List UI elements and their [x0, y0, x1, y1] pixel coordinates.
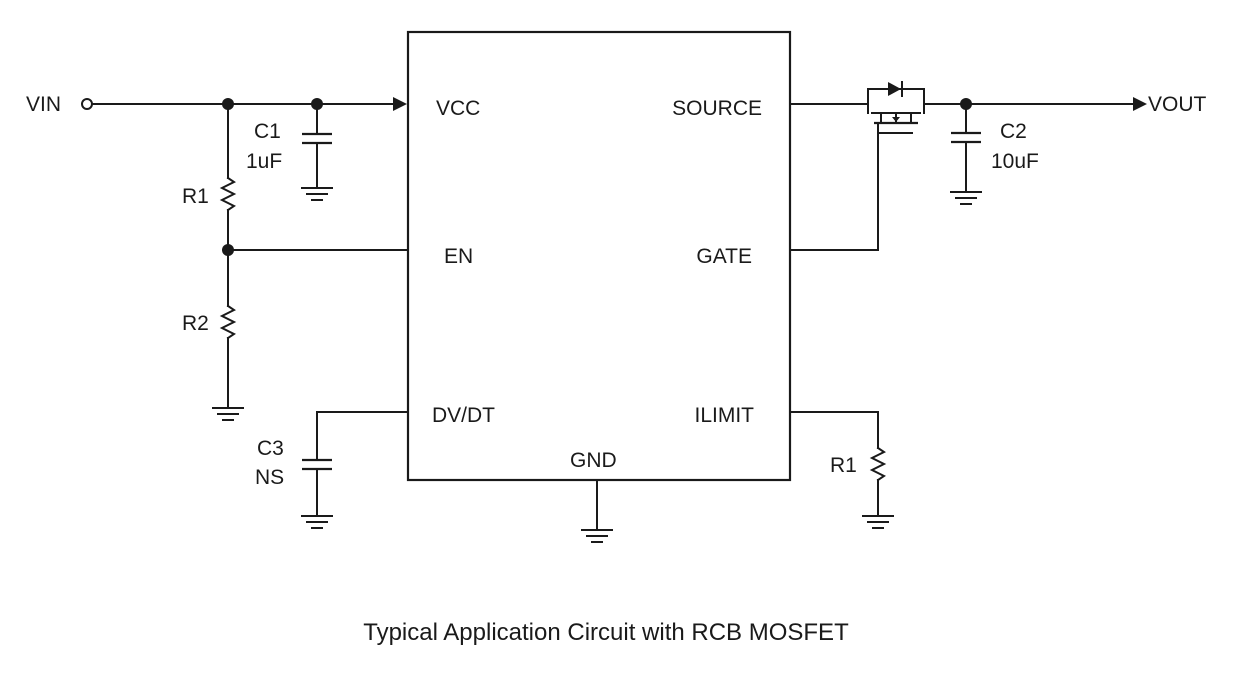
ground-icon: [212, 407, 244, 421]
r1-divider-resistor: [219, 176, 237, 212]
c3-capacitor: [302, 458, 332, 517]
c2-capacitor: [951, 103, 981, 193]
vin-terminal: [81, 98, 93, 110]
pin-source-label: SOURCE: [672, 97, 762, 120]
pin-en-label: EN: [444, 245, 473, 268]
r2-resistor: [219, 304, 237, 340]
vout-arrow: [1133, 97, 1147, 111]
c1-value: 1uF: [246, 150, 282, 173]
r1-ilimit-label: R1: [830, 454, 857, 477]
ground-icon: [301, 515, 333, 529]
ground-icon: [581, 529, 613, 543]
c3-value: NS: [255, 466, 284, 489]
r2-label: R2: [182, 312, 209, 335]
ground-icon: [950, 191, 982, 205]
c2-value: 10uF: [991, 150, 1039, 173]
pin-gate-label: GATE: [696, 245, 752, 268]
ground-icon: [862, 515, 894, 529]
ic-body: [406, 30, 792, 482]
pin-ilimit-label: ILIMIT: [694, 404, 754, 427]
pin-vcc-label: VCC: [436, 97, 480, 120]
c3-name: C3: [257, 437, 284, 460]
ground-icon: [301, 187, 333, 201]
pin-dvdt-label: DV/DT: [432, 404, 495, 427]
c1-name: C1: [254, 120, 281, 143]
dvdt-wire: [316, 411, 409, 461]
pin-gnd-label: GND: [570, 449, 617, 472]
vcc-arrow: [393, 97, 407, 111]
diagram-caption: Typical Application Circuit with RCB MOS…: [363, 619, 849, 646]
gate-wire: [789, 132, 879, 251]
c1-capacitor: [302, 103, 332, 189]
ilimit-wire: [789, 411, 879, 449]
r1-ilimit-resistor: [869, 446, 887, 482]
c2-name: C2: [1000, 120, 1027, 143]
mosfet-icon: [867, 81, 925, 134]
r1-divider-label: R1: [182, 185, 209, 208]
vin-label: VIN: [26, 93, 61, 116]
vout-label: VOUT: [1148, 93, 1207, 116]
